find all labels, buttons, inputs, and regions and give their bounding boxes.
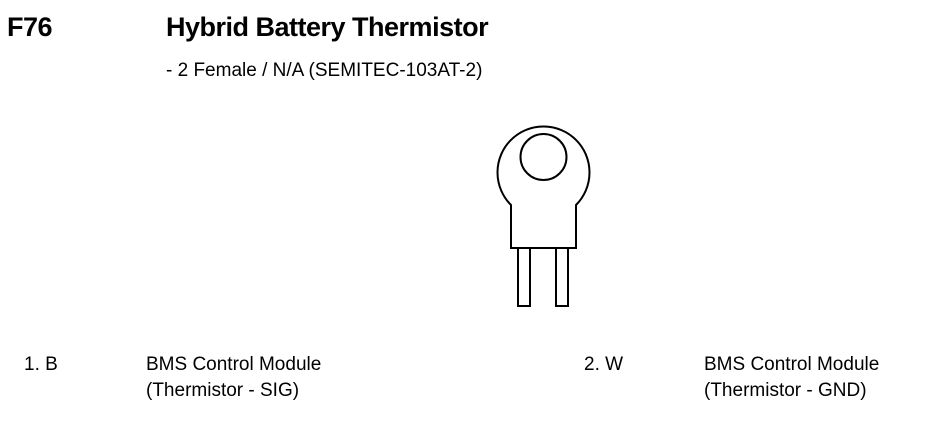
pin-2-description: BMS Control Module (Thermistor - GND) (704, 352, 879, 404)
pin-1-description: BMS Control Module (Thermistor - SIG) (146, 352, 321, 404)
connector-subtitle: - 2 Female / N/A (SEMITEC-103AT-2) (166, 60, 483, 81)
pin-2-destination: BMS Control Module (704, 354, 880, 375)
connector-code: F76 (7, 12, 53, 42)
thermistor-ring-hole (519, 133, 568, 181)
pin-1-lead (517, 247, 531, 307)
pin-2-lead (555, 247, 569, 307)
thermistor-connector-icon (496, 125, 591, 307)
pin-1-signal: (Thermistor - SIG) (146, 380, 300, 401)
pin-1-number: 1. B (24, 354, 58, 375)
pin-1-destination: BMS Control Module (146, 354, 322, 375)
pin-2-number: 2. W (584, 354, 624, 375)
pin-2-signal: (Thermistor - GND) (704, 380, 867, 401)
connector-title: Hybrid Battery Thermistor (166, 12, 489, 42)
